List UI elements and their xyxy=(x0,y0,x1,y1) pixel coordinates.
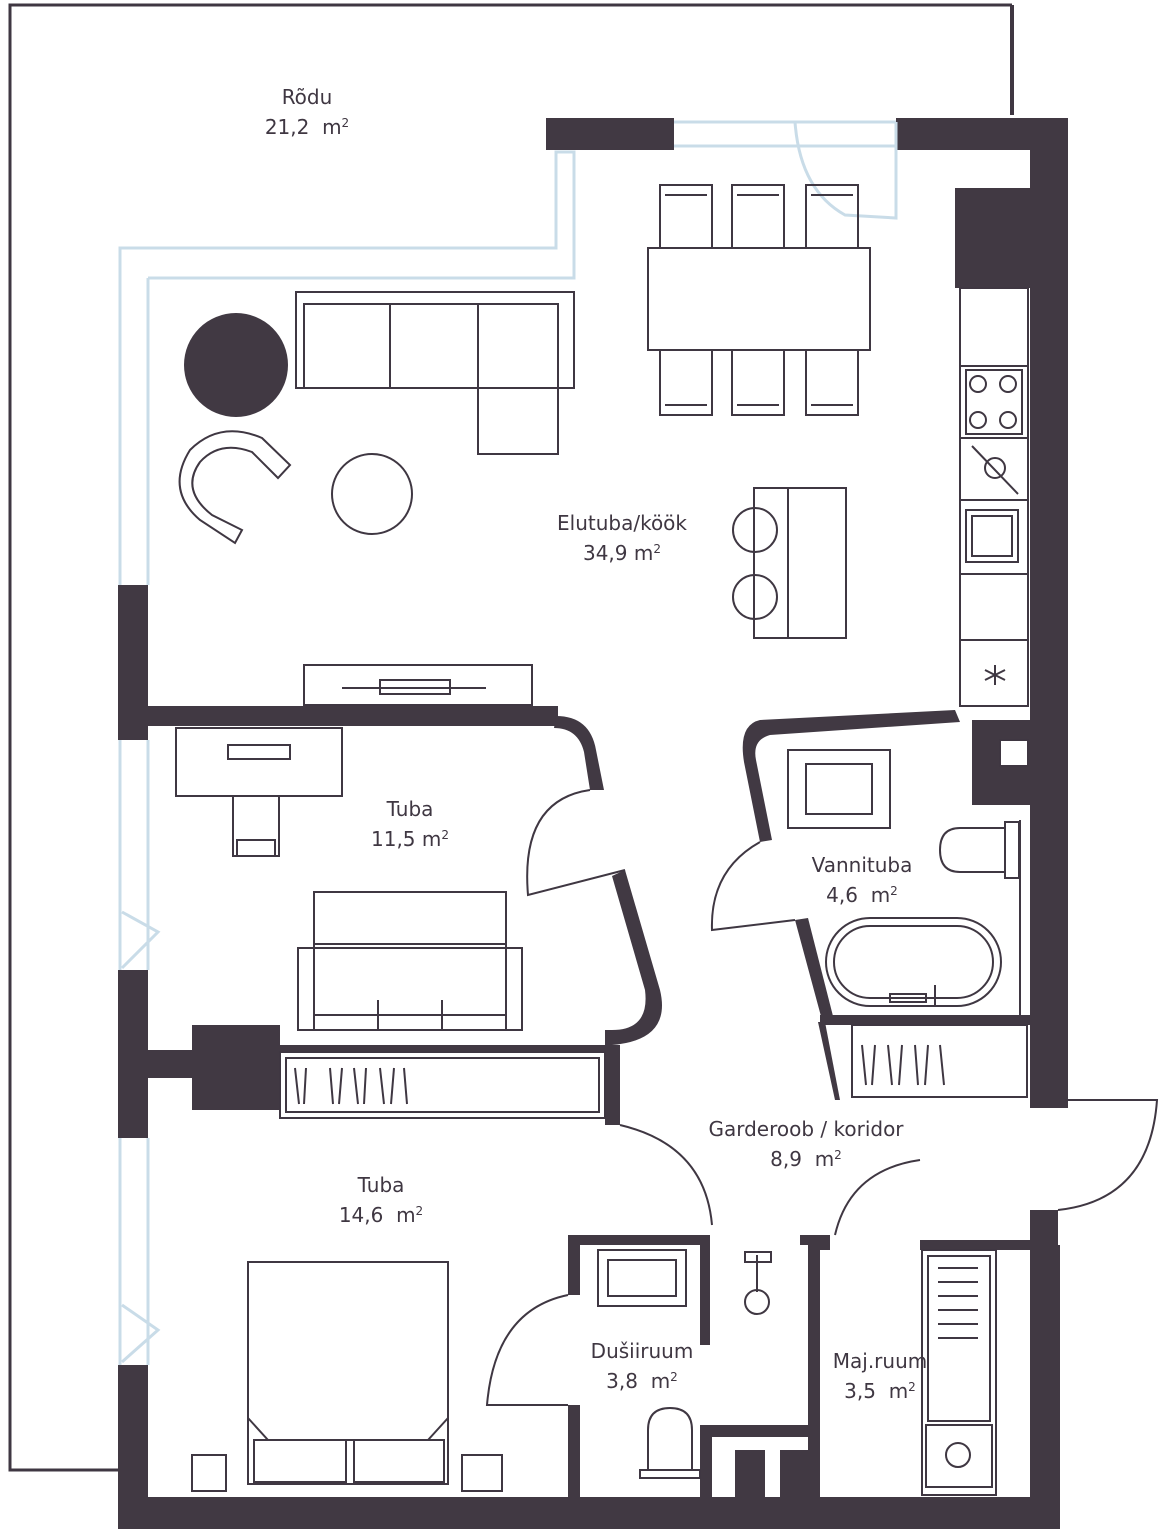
room-area: 3,8 xyxy=(606,1369,638,1393)
area-exponent: 2 xyxy=(890,884,898,898)
area-unit: m xyxy=(814,1147,835,1171)
room-name: Vannituba xyxy=(811,853,913,877)
room-area: 14,6 xyxy=(338,1203,384,1227)
room-label-balcony: Rõdu 21,2 m2 xyxy=(265,82,349,142)
room-area: 8,9 xyxy=(770,1147,802,1171)
area-exponent: 2 xyxy=(441,828,450,842)
room-label-shower: Dušiiruum 3,8 m2 xyxy=(591,1336,694,1396)
room-label-living: Elutuba/köök 34,9 m2 xyxy=(557,508,687,568)
room-area: 21,2 xyxy=(264,115,310,139)
room-name: Tuba xyxy=(386,797,434,821)
area-unit: m xyxy=(322,115,342,139)
room-name: Tuba xyxy=(357,1173,405,1197)
room-name: Garderoob / koridor xyxy=(708,1117,904,1141)
room-area: 34,9 xyxy=(582,541,628,565)
bath-wall xyxy=(742,710,960,842)
room-area: 3,5 xyxy=(844,1379,876,1403)
room-name: Rõdu xyxy=(281,85,333,109)
area-exponent: 2 xyxy=(341,116,350,130)
area-exponent: 2 xyxy=(653,542,661,556)
room-label-hall: Garderoob / koridor 8,9 m2 xyxy=(708,1114,903,1174)
room-area: 11,5 xyxy=(370,827,416,851)
area-unit: m xyxy=(888,1379,909,1403)
bath-wall-lower xyxy=(795,918,834,1020)
area-exponent: 2 xyxy=(908,1380,916,1394)
room-name: Dušiiruum xyxy=(590,1339,694,1363)
doors xyxy=(485,789,1159,1406)
area-exponent: 2 xyxy=(834,1148,842,1162)
balcony-outline xyxy=(8,3,1012,1472)
windows xyxy=(118,120,898,1365)
room-area: 4,6 xyxy=(826,883,858,907)
room-label-utility: Maj.ruum 3,5 m2 xyxy=(833,1346,927,1406)
curved-wall xyxy=(554,716,604,790)
furniture xyxy=(175,184,1029,1496)
curved-wall-lower xyxy=(605,870,662,1045)
room-label-bath: Vannituba 4,6 m2 xyxy=(812,850,913,910)
area-unit: m xyxy=(421,827,442,851)
room-label-room2: Tuba 14,6 m2 xyxy=(339,1170,423,1230)
room-name: Elutuba/köök xyxy=(557,511,687,535)
bath-wall-bottom xyxy=(818,1022,840,1100)
area-unit: m xyxy=(396,1203,416,1227)
area-unit: m xyxy=(870,883,891,907)
area-exponent: 2 xyxy=(415,1204,424,1218)
area-unit: m xyxy=(633,541,654,565)
round-table xyxy=(184,313,288,417)
room-label-room1: Tuba 11,5 m2 xyxy=(371,794,449,854)
walls xyxy=(118,118,1068,1529)
room-name: Maj.ruum xyxy=(832,1349,928,1373)
area-exponent: 2 xyxy=(670,1370,678,1384)
area-unit: m xyxy=(650,1369,671,1393)
